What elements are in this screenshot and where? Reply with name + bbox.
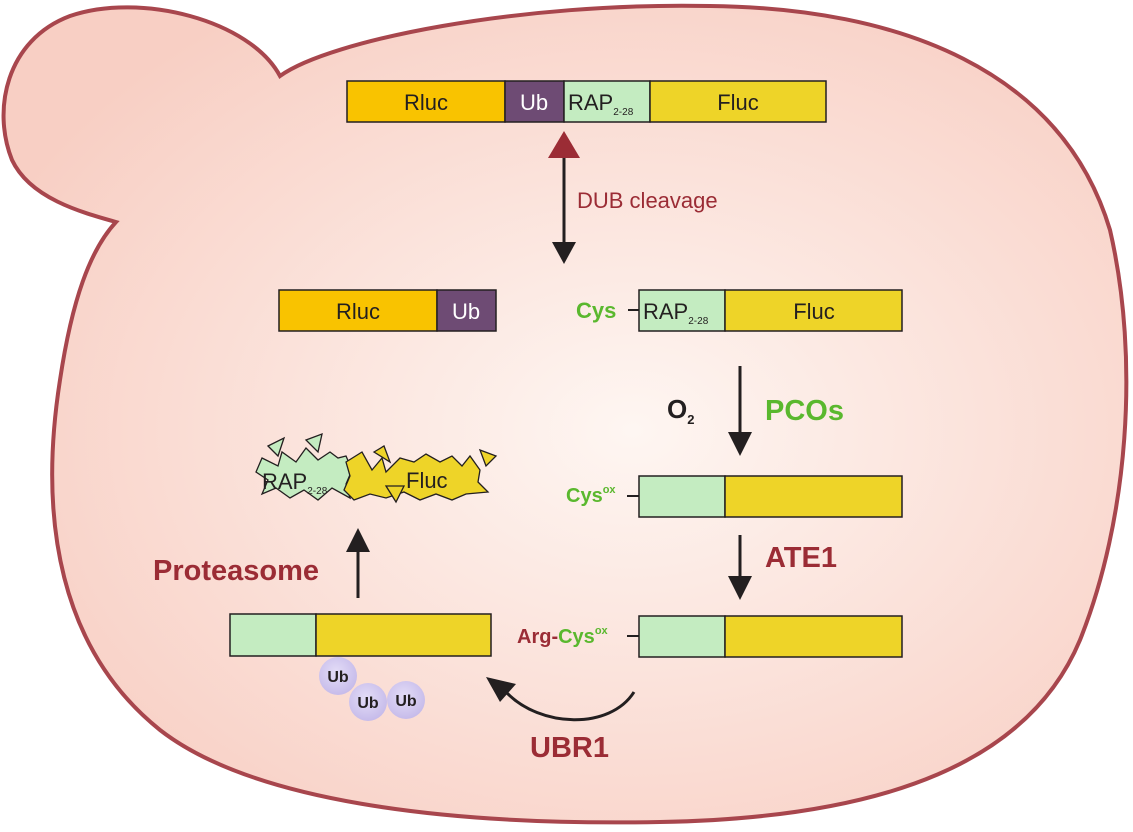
polyubiquitin-chain: Ub Ub Ub: [319, 657, 425, 721]
ub-tag-label: Ub: [327, 669, 349, 686]
degraded-fragments: RAP2-28 Fluc: [255, 432, 498, 504]
rap-domain: [638, 615, 726, 658]
fluc-shard: [478, 448, 498, 468]
cys-text: Cys: [566, 485, 603, 507]
fluc-fragment-label: Fluc: [406, 468, 448, 493]
arg-text: Arg-: [517, 626, 558, 648]
rap-label: RAP2-28: [568, 90, 634, 118]
ubiquitination-arrowhead: [486, 677, 516, 702]
arginylation-arrowhead: [728, 576, 752, 600]
cys-ox-construct: Cysox: [566, 475, 903, 518]
fluc-domain: [724, 289, 903, 332]
dub-cleavage-arrowhead: [552, 242, 576, 264]
oxidation-arrowhead: [728, 432, 752, 456]
yeast-cell-outline: [1, 3, 1129, 825]
rap-domain: [563, 80, 651, 123]
fluc-label: Fluc: [793, 299, 835, 324]
proteasome-label: Proteasome: [153, 555, 319, 587]
ub-bubble: [349, 683, 387, 721]
ub-bubble: [387, 681, 425, 719]
ub-tag: Ub: [349, 683, 387, 721]
fluc-domain: [724, 475, 903, 518]
rap-label: RAP2-28: [643, 299, 709, 327]
cys-label: Cys: [576, 298, 616, 323]
fluc-domain: [315, 613, 492, 657]
fluc-domain: [649, 80, 827, 123]
rap-subscript: 2-28: [613, 107, 633, 118]
ubiquitination-curved-arrow: [504, 690, 636, 722]
proteasome-arrowhead: [346, 528, 370, 552]
o2-label: O2: [667, 394, 694, 427]
fusion-construct-top: Rluc Ub RAP2-28 Fluc: [346, 80, 827, 123]
fluc-shard: [384, 485, 406, 504]
ub-domain: [504, 80, 565, 123]
fluc-domain: [724, 615, 903, 658]
cleavage-site-arrowhead: [548, 131, 580, 158]
rap-text: RAP: [262, 469, 307, 494]
cys-ox-label: Cysox: [566, 484, 616, 507]
o2-text: O: [667, 394, 687, 424]
rap-domain: [638, 475, 726, 518]
ate1-label: ATE1: [765, 542, 837, 574]
rap-domain: [229, 613, 317, 657]
rap-text: RAP: [568, 90, 613, 115]
rap-domain: [638, 289, 726, 332]
rluc-domain: [278, 289, 438, 332]
ub-tag-label: Ub: [357, 695, 379, 712]
cys-text: Cys: [558, 626, 595, 648]
rap-subscript: 2-28: [688, 316, 708, 327]
ub-tag: Ub: [319, 657, 357, 695]
ub-label: Ub: [520, 90, 548, 115]
dub-cleavage-label: DUB cleavage: [577, 188, 718, 213]
ubiquitinated-construct: [229, 613, 492, 657]
cys-rap-fluc-product: Cys RAP2-28 Fluc: [576, 289, 903, 332]
rap-text: RAP: [643, 299, 688, 324]
ub-bubble: [319, 657, 357, 695]
pcos-label: PCOs: [765, 395, 844, 427]
rluc-ub-product: Rluc Ub: [278, 289, 497, 332]
ub-tag-label: Ub: [395, 693, 417, 710]
rluc-label: Rluc: [336, 299, 380, 324]
ub-domain: [436, 289, 497, 332]
rap-shard: [266, 436, 286, 458]
rluc-domain: [346, 80, 506, 123]
ox-superscript: ox: [603, 484, 617, 496]
ubr1-label: UBR1: [530, 732, 609, 764]
rap-subscript: 2-28: [307, 486, 327, 497]
fluc-shard: [372, 445, 392, 464]
o2-subscript: 2: [687, 412, 694, 427]
rap-shard: [304, 432, 323, 454]
ub-tag: Ub: [387, 681, 425, 719]
fluc-fragment: [343, 451, 490, 501]
ox-superscript: ox: [595, 625, 609, 637]
rluc-label: Rluc: [404, 90, 448, 115]
arg-cys-ox-label: Arg-Cysox: [517, 625, 609, 648]
fluc-label: Fluc: [717, 90, 759, 115]
ub-label: Ub: [452, 299, 480, 324]
rap-fragment-label: RAP2-28: [262, 469, 328, 497]
arg-cys-ox-construct: Arg-Cysox: [517, 615, 903, 658]
